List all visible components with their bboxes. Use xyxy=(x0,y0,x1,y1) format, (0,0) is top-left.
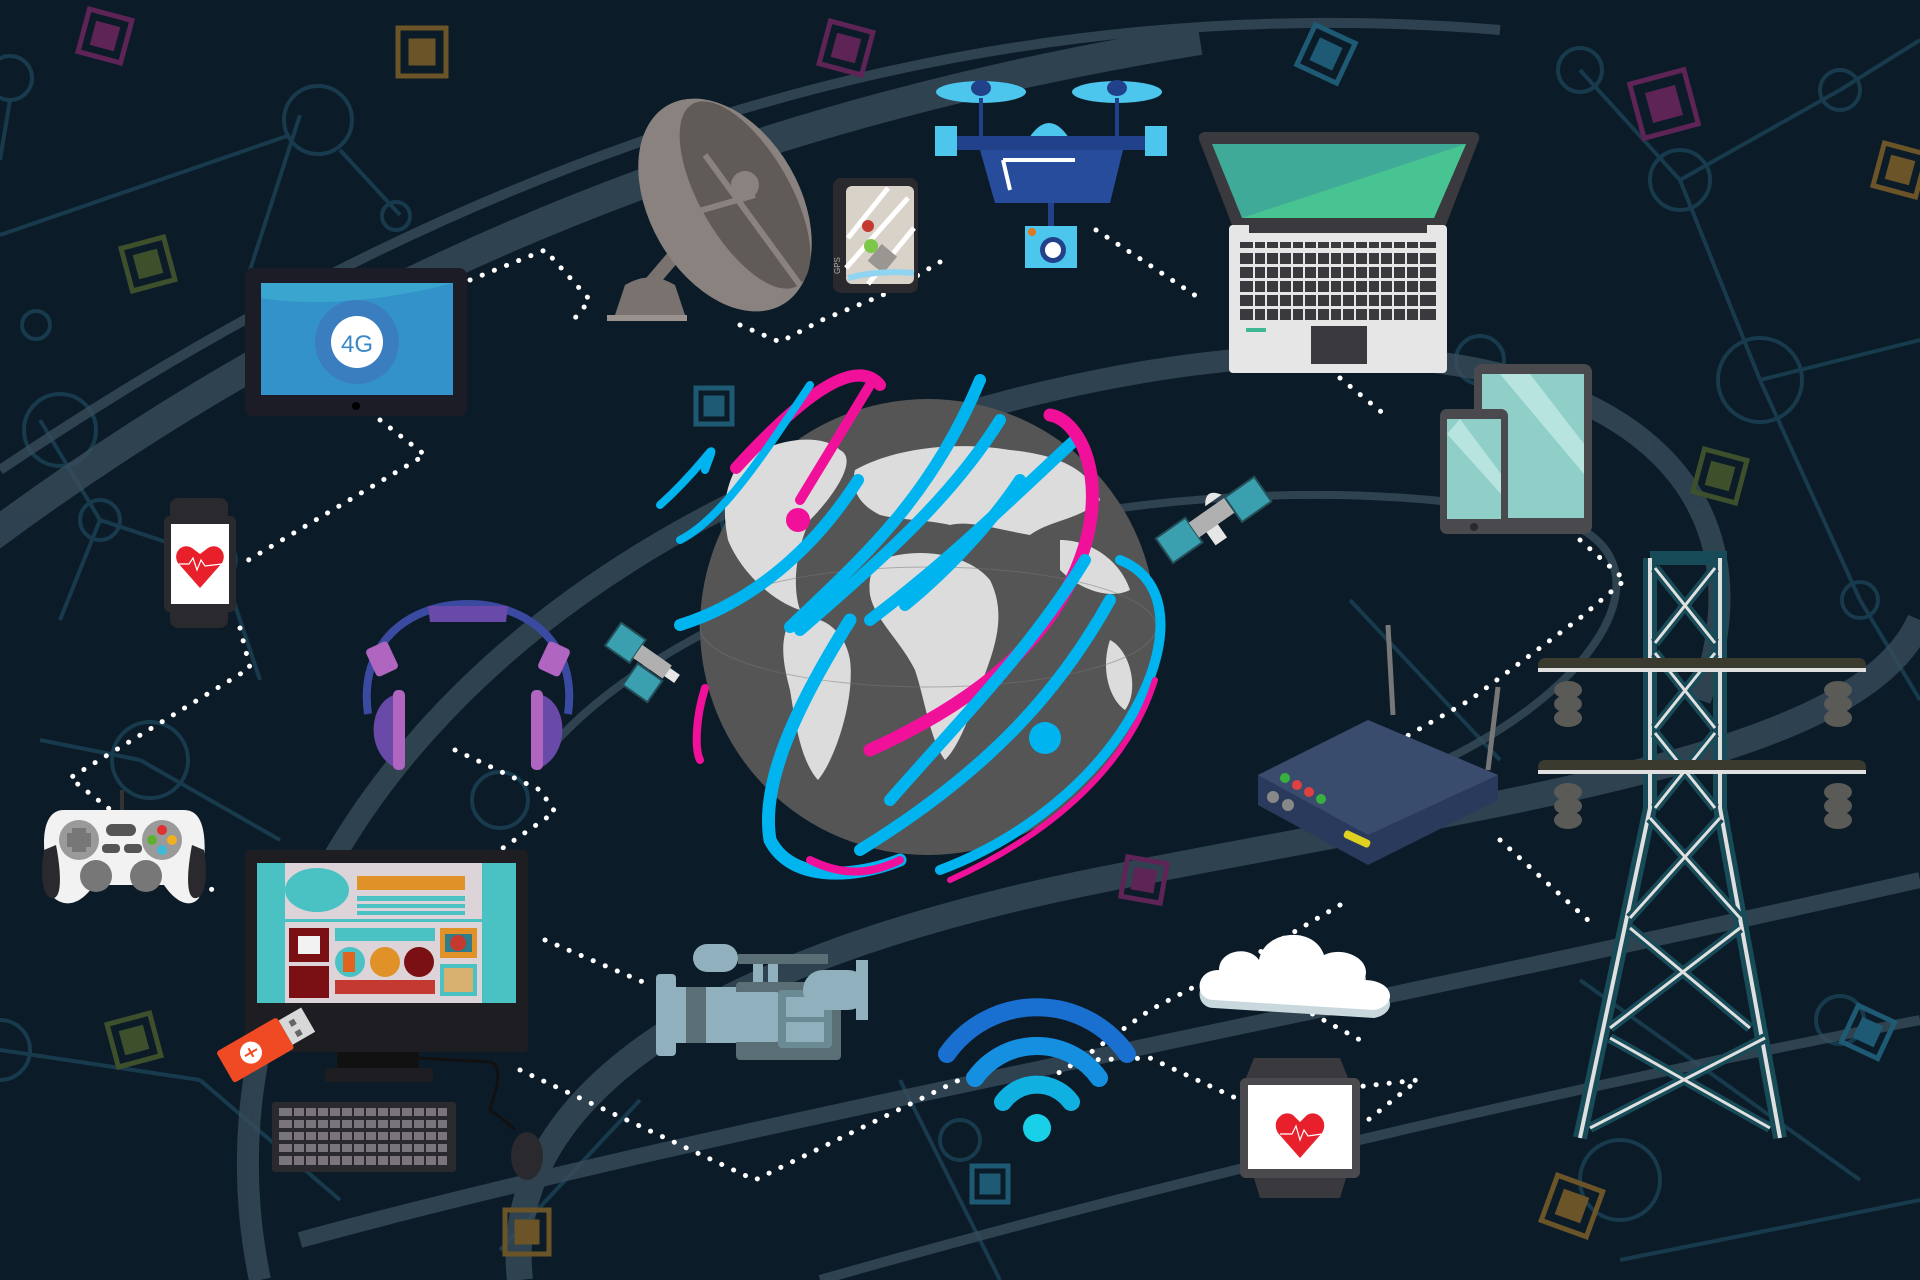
wifi-router xyxy=(1258,624,1501,865)
game-controller xyxy=(42,790,206,904)
drone-with-camera xyxy=(935,80,1167,268)
mouse xyxy=(511,1132,543,1180)
video-camera xyxy=(656,944,868,1060)
heart-icon xyxy=(176,546,224,588)
satellite-left xyxy=(603,621,680,704)
satellite-right xyxy=(1154,475,1273,565)
power-transmission-tower xyxy=(1538,551,1866,1140)
globe-swirl-rings xyxy=(656,369,1166,883)
gps-watch: GPS xyxy=(833,178,918,293)
tablet-4g-label: 4G xyxy=(341,331,373,358)
laptop xyxy=(1198,132,1480,373)
tablet-4g-device: 4G xyxy=(245,268,467,416)
network-mesh xyxy=(0,38,1920,1280)
headphones xyxy=(362,599,574,770)
wifi-signal-icon xyxy=(938,998,1136,1142)
gps-watch-label: GPS xyxy=(833,257,842,274)
heart-icon xyxy=(1275,1113,1325,1158)
usb-drive xyxy=(217,1007,316,1083)
phone-and-tablet xyxy=(1440,364,1592,534)
smartwatch-heart-rate-left xyxy=(164,498,236,628)
desktop-computer xyxy=(245,850,543,1180)
decorative-squares xyxy=(74,5,1920,1257)
satellite-dish xyxy=(607,98,812,321)
smartwatch-heart-rate-right xyxy=(1240,1058,1360,1198)
keyboard-gaps xyxy=(1253,240,1420,322)
cloud-icon xyxy=(1199,934,1391,1018)
keyboard-keys xyxy=(1240,242,1436,320)
